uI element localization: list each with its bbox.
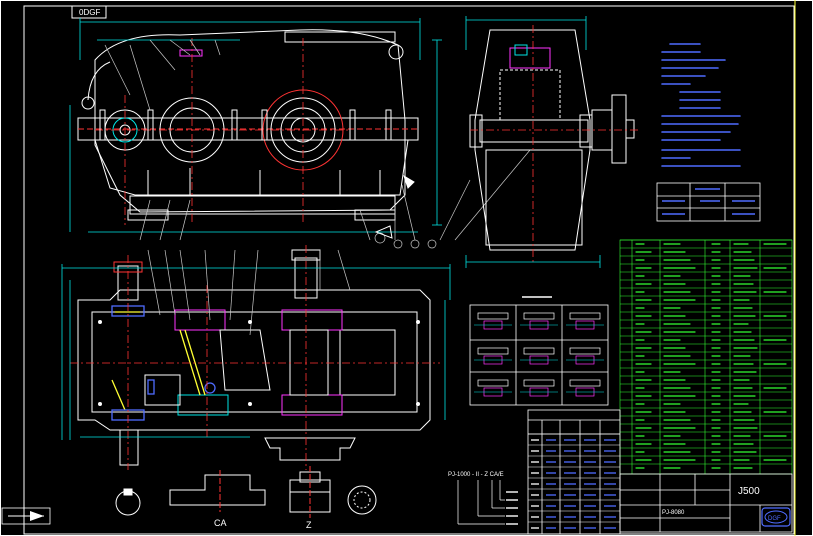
- side-elevation-view: [469, 29, 635, 251]
- company-logo-text: DGF: [768, 516, 781, 522]
- plan-section-view: [77, 249, 431, 466]
- front-elevation-view: [77, 29, 419, 221]
- plan-bolt-holes: [98, 320, 420, 406]
- plan-leader-lines: [147, 249, 351, 336]
- z-section-detail: [289, 466, 331, 518]
- drawing-code-top: 0DGF: [79, 8, 100, 17]
- flange-bolts: [99, 109, 392, 141]
- technical-requirements-notes: [661, 43, 741, 167]
- arrangement-shaft: [523, 312, 555, 320]
- arrangement-shaft: [477, 347, 509, 355]
- z-view-label: Z: [306, 520, 312, 530]
- bom-row-lines: [620, 239, 792, 465]
- arrangement-cells: [474, 312, 604, 397]
- model-number: PJ-8080: [662, 510, 685, 516]
- company-logo-icon: [761, 507, 791, 527]
- assembly-arrangement-table: [469, 304, 609, 406]
- front-dimensions: [69, 18, 442, 233]
- bom-row-text: [635, 243, 787, 469]
- oil-level-indicator-icon: [374, 225, 393, 239]
- parameter-table: [656, 182, 761, 222]
- bill-of-materials-table: [619, 239, 793, 475]
- front-centerlines: [95, 38, 350, 225]
- ca-section-detail: [169, 470, 266, 512]
- breather-icon: [403, 174, 415, 189]
- side-centerlines: [470, 25, 640, 265]
- drawing-number: J500: [738, 486, 760, 497]
- gear-tooth-detail: [347, 485, 377, 515]
- side-dimensions: [465, 16, 601, 268]
- ratio-table-rows: [528, 433, 620, 529]
- parameter-table-text: [662, 188, 755, 215]
- arrangement-shaft: [569, 347, 601, 355]
- arrangement-shaft: [569, 379, 601, 387]
- gear-sections: [144, 309, 396, 416]
- arrangement-shaft: [569, 312, 601, 320]
- ca-view-label: CA: [214, 518, 227, 528]
- title-block: [619, 473, 793, 533]
- plan-centerlines: [70, 245, 440, 470]
- arrangement-shaft: [523, 347, 555, 355]
- designation-legend: [457, 480, 518, 525]
- left-arrow-icon: [1, 507, 51, 525]
- front-leader-lines: [104, 39, 531, 241]
- arrangement-shaft: [477, 312, 509, 320]
- key-detail-left: [115, 488, 141, 516]
- designation-code: PJ-1000 - II - Z CA/E: [448, 472, 504, 478]
- ratio-table: [527, 409, 621, 535]
- arrangement-shaft: [523, 379, 555, 387]
- arrangement-shaft: [477, 379, 509, 387]
